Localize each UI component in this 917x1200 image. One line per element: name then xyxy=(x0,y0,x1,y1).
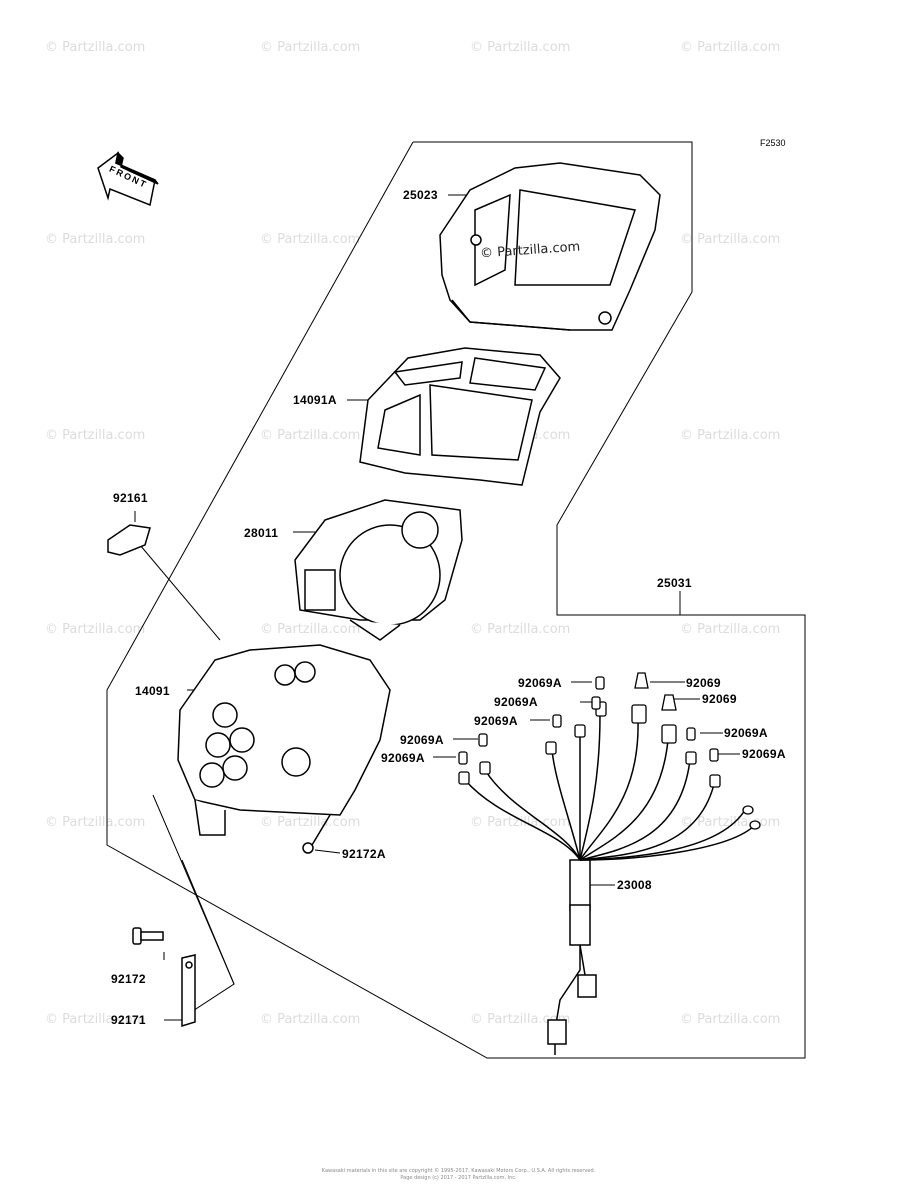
label-92069A-7: 92069A xyxy=(742,747,786,761)
label-92069A-4: 92069A xyxy=(400,733,444,747)
page-design-line: Page design (c) 2017 - 2017 Partzilla.co… xyxy=(400,1175,517,1181)
pad-drawing xyxy=(107,524,151,556)
assembly-boundary xyxy=(106,141,806,1059)
label-92172A: 92172A xyxy=(342,847,386,861)
watermark: © Partzilla.com xyxy=(470,40,571,55)
label-92069A-3: 92069A xyxy=(474,714,518,728)
watermark: © Partzilla.com xyxy=(260,1012,361,1027)
watermark: © Partzilla.com xyxy=(260,622,361,637)
label-28011: 28011 xyxy=(244,526,279,540)
watermark: © Partzilla.com xyxy=(680,622,781,637)
label-92069-1: 92069 xyxy=(686,676,721,690)
watermark: © Partzilla.com xyxy=(260,815,361,830)
watermark: © Partzilla.com xyxy=(260,232,361,247)
watermark: © Partzilla.com xyxy=(45,1012,146,1027)
figure-code: F2530 xyxy=(760,138,786,148)
bracket-drawing xyxy=(181,954,196,1028)
screw-drawing xyxy=(302,814,331,854)
watermark: © Partzilla.com xyxy=(680,232,781,247)
watermark: © Partzilla.com xyxy=(45,428,146,443)
label-92171: 92171 xyxy=(111,1013,146,1027)
loose-bulbs-drawing xyxy=(458,672,719,765)
watermark: © Partzilla.com xyxy=(45,815,146,830)
label-14091A: 14091A xyxy=(293,393,337,407)
label-92069A-6: 92069A xyxy=(381,751,425,765)
meter-case-drawing xyxy=(177,644,391,836)
meter-cover-drawing xyxy=(439,162,661,331)
watermark: © Partzilla.com xyxy=(260,40,361,55)
watermark: © Partzilla.com xyxy=(470,1012,571,1027)
harness-drawing xyxy=(464,714,756,1055)
bulb-sockets-drawing xyxy=(458,701,761,830)
label-92069A-5: 92069A xyxy=(724,726,768,740)
watermark: © Partzilla.com xyxy=(470,622,571,637)
label-92069A-2: 92069A xyxy=(494,695,538,709)
label-25031: 25031 xyxy=(657,576,692,590)
label-92069-2: 92069 xyxy=(702,692,737,706)
watermark: © Partzilla.com xyxy=(45,622,146,637)
meter-bezel-drawing xyxy=(359,347,561,486)
label-92069A-1: 92069A xyxy=(518,676,562,690)
copyright-line: Kawasaki materials in this site are copy… xyxy=(321,1168,596,1174)
watermark: © Partzilla.com xyxy=(680,1012,781,1027)
bolt-drawing xyxy=(132,927,164,945)
meter-gauge-drawing xyxy=(294,499,463,641)
label-92161: 92161 xyxy=(113,491,148,505)
watermark: © Partzilla.com xyxy=(680,428,781,443)
watermark: © Partzilla.com xyxy=(680,40,781,55)
label-14091: 14091 xyxy=(135,684,170,698)
label-23008: 23008 xyxy=(617,878,652,892)
label-92172: 92172 xyxy=(111,972,146,986)
watermark: © Partzilla.com xyxy=(260,428,361,443)
watermark: © Partzilla.com xyxy=(45,40,146,55)
label-25023: 25023 xyxy=(403,188,438,202)
watermark: © Partzilla.com xyxy=(45,232,146,247)
front-arrow-icon xyxy=(97,151,159,207)
